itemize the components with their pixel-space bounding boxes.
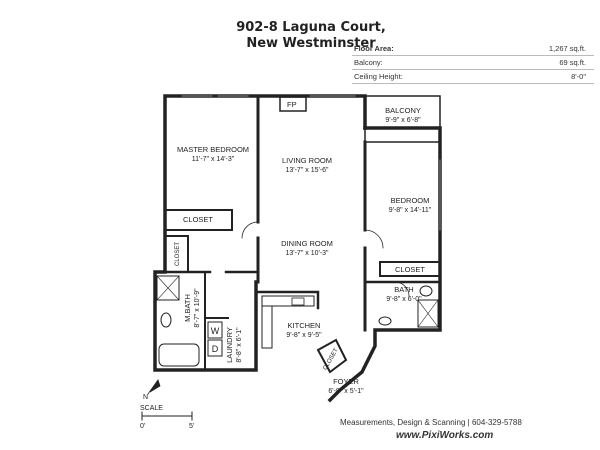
fact-value: 1,267 sq.ft.: [548, 44, 586, 53]
fact-value: 8'-0": [571, 72, 586, 81]
room-dims-laundry: 8'-8" x 6'-1": [236, 327, 243, 363]
dryer-box: [207, 339, 223, 357]
sink-bath: [378, 316, 392, 326]
property-facts: Floor Area: 1,267 sq.ft. Balcony: 69 sq.…: [352, 42, 594, 84]
footer-separator: |: [467, 418, 472, 427]
outer-wall: [153, 94, 367, 372]
scale-end-label: 5': [189, 423, 194, 430]
kitchen-counter: [261, 295, 315, 307]
footer-website[interactable]: www.PixiWorks.com: [396, 430, 494, 441]
wall-side-closet: [164, 235, 189, 273]
room-name-laundry: LAUNDRY: [225, 327, 234, 363]
fact-label: Ceiling Height:: [354, 72, 403, 81]
room-name-bath: BATH: [394, 285, 413, 294]
door-swing-bath: [394, 281, 410, 297]
credit-text: Measurements, Design & Scanning: [340, 418, 466, 427]
bathtub-mbath: [158, 343, 200, 367]
washer-label: W: [211, 326, 220, 336]
fireplace-label: FP: [287, 100, 297, 109]
door-swing-bedroom: [364, 229, 384, 249]
room-name-m-bath: M.BATH: [183, 294, 192, 322]
shower-bath: [417, 299, 439, 328]
fact-balcony: Balcony: 69 sq.ft.: [352, 56, 594, 70]
wall-mbath-laundry: [204, 271, 229, 371]
compass-line: [147, 379, 159, 395]
room-name-balcony: BALCONY: [385, 106, 421, 115]
scale-label: SCALE: [140, 405, 163, 412]
fireplace-box: [279, 96, 307, 112]
washer-box: [207, 321, 223, 339]
fact-label: Balcony:: [354, 58, 383, 67]
kitchen-sink: [291, 297, 305, 306]
shower-mbath: [156, 275, 180, 301]
toilet-bath: [419, 285, 433, 297]
room-name-foyer: FOYER: [333, 377, 359, 386]
room-dims-foyer: 6'-8" x 5'-1": [328, 388, 364, 395]
wall-bedroom-closet: [379, 261, 441, 277]
room-name-dining-room: DINING ROOM: [281, 239, 333, 248]
toilet-mbath: [160, 312, 172, 328]
door-swing-master: [241, 221, 259, 239]
room-name-living-room: LIVING ROOM: [282, 156, 332, 165]
closet-label-master: CLOSET: [183, 215, 213, 224]
footer-credit: Measurements, Design & Scanning | 604-32…: [340, 418, 522, 427]
room-dims-bedroom: 9'-8" x 14'-11": [389, 207, 432, 214]
shower-drain-x: [156, 275, 180, 301]
fact-floor-area: Floor Area: 1,267 sq.ft.: [352, 42, 594, 56]
scale-bar: [141, 411, 193, 421]
kitchen-island: [261, 305, 273, 349]
wall-master-closet: [164, 209, 233, 231]
room-name-master-bedroom: MASTER BEDROOM: [177, 145, 249, 154]
phone-text: 604-329-5788: [471, 418, 522, 427]
room-dims-balcony: 9'-9" x 6'-8": [385, 117, 421, 124]
dryer-label: D: [212, 344, 219, 354]
closet-label-side: CLOSET: [175, 242, 181, 266]
north-label: N: [143, 394, 148, 401]
balcony-outline: [364, 95, 441, 143]
compass-arrow: [149, 379, 161, 393]
room-dims-master-bedroom: 11'-7" x 14'-3": [192, 156, 235, 163]
room-dims-living-room: 13'-7" x 15'-6": [285, 167, 329, 174]
room-dims-kitchen: 9'-8" x 9'-5": [286, 332, 322, 339]
shower-bath-x: [417, 299, 439, 328]
fact-ceiling-height: Ceiling Height: 8'-0": [352, 70, 594, 84]
address-line-1: 902-8 Laguna Court,: [236, 20, 386, 35]
room-dims-bath: 9'-8" x 6'-0": [386, 296, 422, 303]
wall-foyer: [316, 338, 348, 374]
room-dims-m-bath: 8'-7" x 10'-9": [194, 288, 201, 328]
address-line-2: New Westminster: [246, 36, 376, 51]
fact-label: Floor Area:: [354, 44, 394, 53]
room-name-bedroom: BEDROOM: [391, 196, 430, 205]
room-dims-dining-room: 13'-7" x 10'-3": [285, 250, 329, 257]
room-name-kitchen: KITCHEN: [288, 321, 321, 330]
scale-start-label: 0': [140, 423, 145, 430]
closet-label-bedroom: CLOSET: [395, 265, 425, 274]
fact-value: 69 sq.ft.: [559, 58, 586, 67]
wall-kitchen: [254, 290, 320, 352]
closet-label-foyer: CLOSET: [323, 347, 340, 371]
